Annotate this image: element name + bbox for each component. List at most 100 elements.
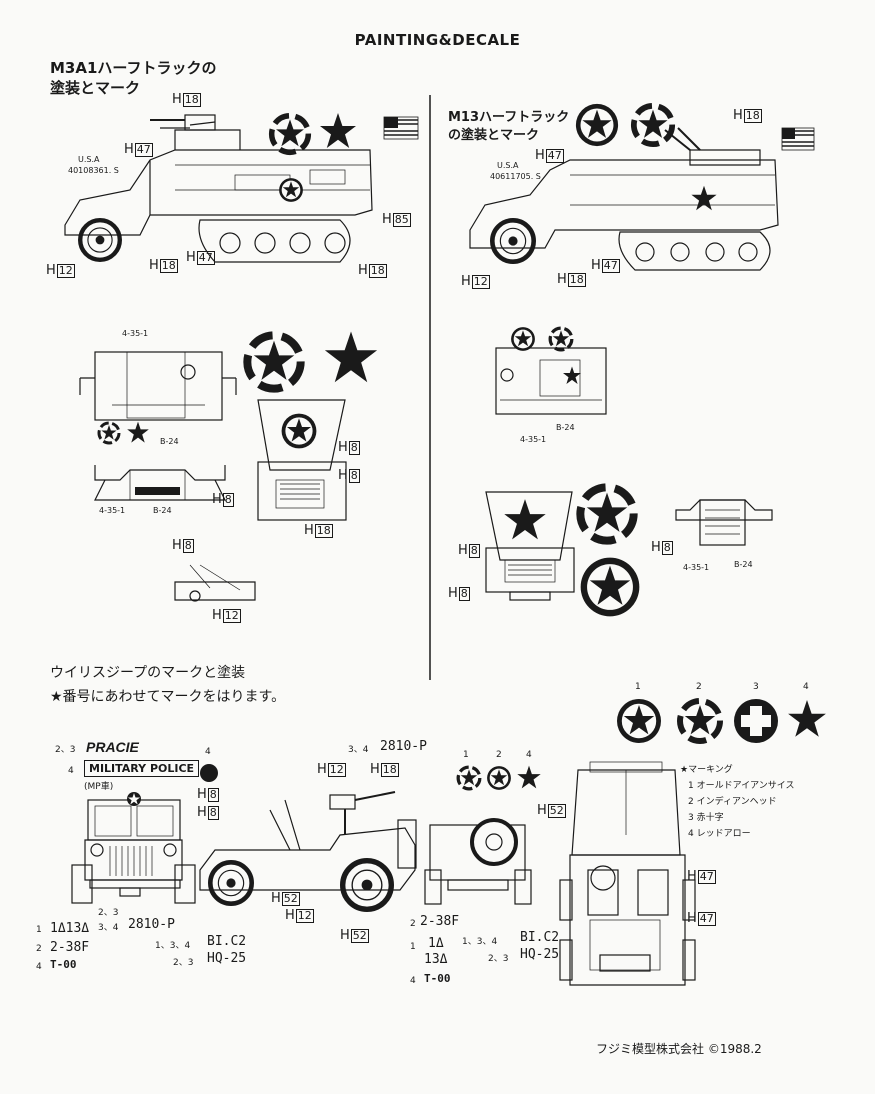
m3a1-bracket-view [174, 564, 256, 602]
rear-4: T-00 [424, 972, 451, 985]
jeep-subtitle: ★番号にあわせてマークをはります。 [50, 689, 286, 705]
jeep-front-view [71, 799, 196, 904]
star-broken-icon [272, 116, 309, 153]
legend-mark-1-icon [617, 699, 661, 743]
m13-star-circle-large-icon [580, 557, 640, 617]
m13-star-broken-large-icon [580, 487, 633, 540]
rear-2-num: 2 [410, 919, 416, 929]
mp-label: MILITARY POLICE [84, 760, 200, 777]
rear-hq25-prefix: 2、3 [488, 954, 509, 964]
m3a1-title-line2: 塗装とマーク [50, 79, 141, 97]
blc2-prefix: 1、3、4 [155, 941, 191, 951]
mp-badge-icon [127, 792, 141, 806]
m3a1-usa: U.S.A [78, 155, 100, 164]
legend-num-3: 3 [753, 682, 759, 692]
rear-hq25: HQ-25 [520, 947, 560, 962]
jeep-mark-star-icon [517, 765, 541, 789]
ref-4: T-00 [50, 958, 77, 971]
m13-bumper-view [675, 499, 773, 546]
jeep-mark-num-4: 4 [526, 750, 532, 760]
m13-star-circle-icon [575, 103, 619, 147]
m13-rear-ref-b24: B-24 [556, 423, 575, 432]
rear-blc2: BI.C2 [520, 930, 560, 945]
m13-rear-view [495, 326, 607, 415]
mp-note: (MP車) [84, 782, 114, 792]
mp-man-icon [200, 764, 218, 782]
ref-4-num: 4 [36, 962, 42, 972]
jeep-title: ウイリスジープのマークと塗装 [50, 665, 246, 681]
rear-4-num: 4 [410, 976, 416, 986]
hq25: HQ-25 [207, 951, 247, 966]
legend-num-2: 2 [696, 682, 702, 692]
m13-bumper-ref-4351: 4-35-1 [683, 563, 710, 572]
legend-item-1: 1 オールドアイアンサイス [688, 781, 795, 791]
m13-serial: 40611705. S [490, 172, 541, 181]
page-title: PAINTING&DECALE [354, 31, 521, 49]
legend-item-4: 4 レッドアロー [688, 829, 751, 839]
pracie-label: PRACIE [86, 739, 139, 755]
m3a1-side-view [64, 114, 373, 263]
legend-item-2: 2 インディアンヘッド [688, 797, 777, 807]
mp-prefix: 4 [68, 766, 74, 776]
m13-star-broken-icon [634, 106, 672, 144]
jeep-top-view [559, 761, 696, 986]
jeep-side-view [199, 791, 417, 909]
jeep-mark-num-2: 2 [496, 750, 502, 760]
star-icon [320, 113, 356, 148]
legend-mark-4-icon [788, 700, 826, 737]
m3a1-rear-ref-4351: 4-35-1 [122, 329, 149, 338]
ref-2810: 2810-P [128, 917, 175, 932]
m3a1-front-bumper [94, 465, 226, 501]
copyright: フジミ模型株式会社 ©1988.2 [596, 1042, 762, 1056]
jeep-mark-circle-icon [487, 766, 511, 790]
m13-side-view [469, 127, 779, 271]
ref-1: 1Δ13Δ [50, 921, 90, 936]
m13-title-line1: M13ハーフトラック [448, 110, 570, 125]
star-broken-large-icon [247, 335, 300, 388]
rear-blc2-prefix: 1、3、4 [462, 937, 498, 947]
m13-top-view [485, 491, 575, 601]
rear-1a: 1Δ [428, 936, 444, 951]
m3a1-rear-ref-b24: B-24 [160, 437, 179, 446]
m3a1-title-line1: M3A1ハーフトラックの [50, 59, 217, 77]
m3a1-rear-view [79, 351, 237, 445]
ref-1-num: 1 [36, 925, 42, 935]
hq25-prefix: 2、3 [173, 958, 194, 968]
jeep-mark-broken-icon [456, 765, 482, 791]
us-flag-icon [383, 116, 419, 140]
m13-us-flag-icon [781, 127, 815, 151]
rear-1-num: 1 [410, 942, 416, 952]
m3a1-serial: 40108361. S [68, 166, 119, 175]
m13-bumper-ref-b24: B-24 [734, 560, 753, 569]
legend-num-4: 4 [803, 682, 809, 692]
blc2: BI.C2 [207, 934, 247, 949]
ref-2: 2-38F [50, 940, 90, 955]
